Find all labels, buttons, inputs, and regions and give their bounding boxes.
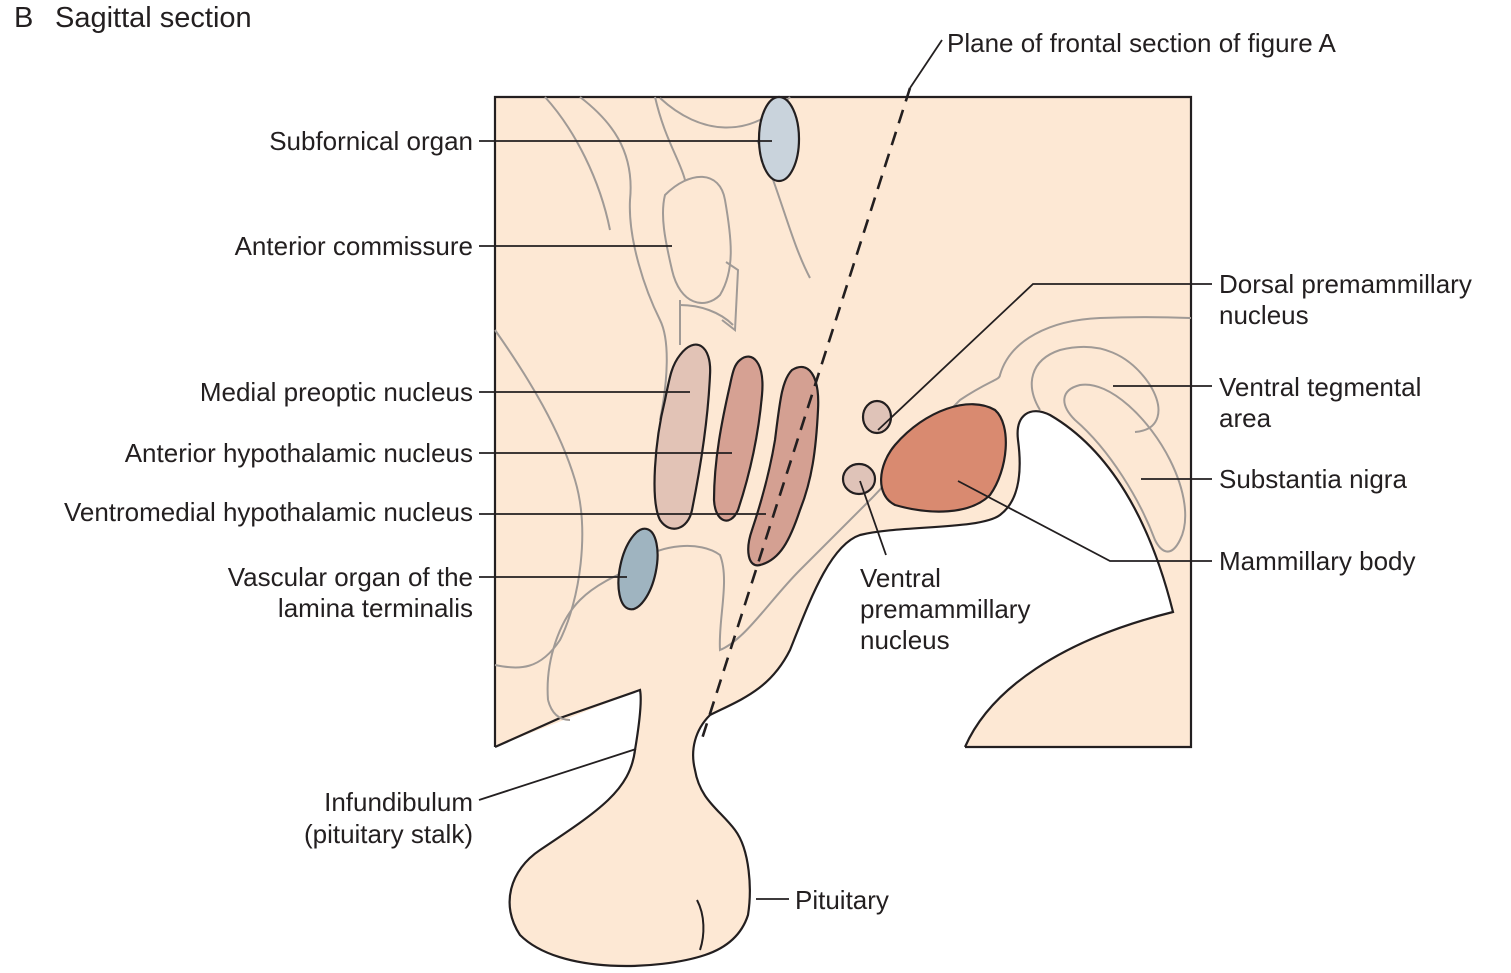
subfornical-organ-shape: [757, 95, 801, 183]
label-ventromedial-hypothalamic-nucleus: Ventromedial hypothalamic nucleus: [64, 497, 473, 527]
label-anterior-hypothalamic-nucleus: Anterior hypothalamic nucleus: [125, 438, 473, 468]
vascular-organ-shape: [617, 527, 659, 611]
medial-preoptic-nucleus-shape: [653, 343, 712, 530]
label-infundibulum-line2: (pituitary stalk): [304, 819, 473, 849]
label-anterior-commissure: Anterior commissure: [235, 231, 473, 261]
label-vascular-organ-line2: lamina terminalis: [278, 593, 473, 623]
label-dorsal-premammillary-line2: nucleus: [1219, 300, 1309, 330]
label-ventral-tegmental-line1: Ventral tegmental: [1219, 372, 1421, 402]
label-subfornical-organ: Subfornical organ: [269, 126, 473, 156]
label-substantia-nigra: Substantia nigra: [1219, 464, 1407, 494]
figure-title: Sagittal section: [55, 2, 252, 34]
label-infundibulum-line1: Infundibulum: [324, 787, 473, 817]
ventral-premammillary-label: Ventral premammillary nucleus: [860, 563, 1030, 655]
label-ventral-premammillary-line3: nucleus: [860, 625, 950, 655]
ventral-premammillary-shape: [841, 462, 877, 496]
plane-label: Plane of frontal section of figure A: [947, 28, 1336, 58]
label-pituitary: Pituitary: [795, 885, 889, 915]
label-vascular-organ-line1: Vascular organ of the: [228, 562, 473, 592]
anterior-hypothalamic-nucleus-shape: [712, 355, 764, 522]
label-ventral-premammillary-line2: premammillary: [860, 594, 1030, 624]
panel-letter: B: [14, 2, 33, 34]
mammillary-body-shape: [880, 403, 1007, 513]
label-ventral-premammillary-line1: Ventral: [860, 563, 941, 593]
right-labels: Dorsal premammillary nucleus Ventral teg…: [1219, 269, 1472, 576]
faint-outlines: [494, 96, 1192, 721]
ventromedial-hypothalamic-nucleus-shape: [747, 365, 820, 567]
label-mammillary-body: Mammillary body: [1219, 546, 1416, 576]
dorsal-premammillary-shape: [861, 399, 893, 435]
label-dorsal-premammillary-line1: Dorsal premammillary: [1219, 269, 1472, 299]
left-labels: Subfornical organ Anterior commissure Me…: [64, 126, 473, 849]
label-ventral-tegmental-line2: area: [1219, 403, 1272, 433]
frontal-plane-leader: [909, 39, 943, 89]
label-medial-preoptic-nucleus: Medial preoptic nucleus: [200, 377, 473, 407]
leader-lines: [478, 140, 1212, 900]
tissue-block: [493, 95, 1193, 968]
